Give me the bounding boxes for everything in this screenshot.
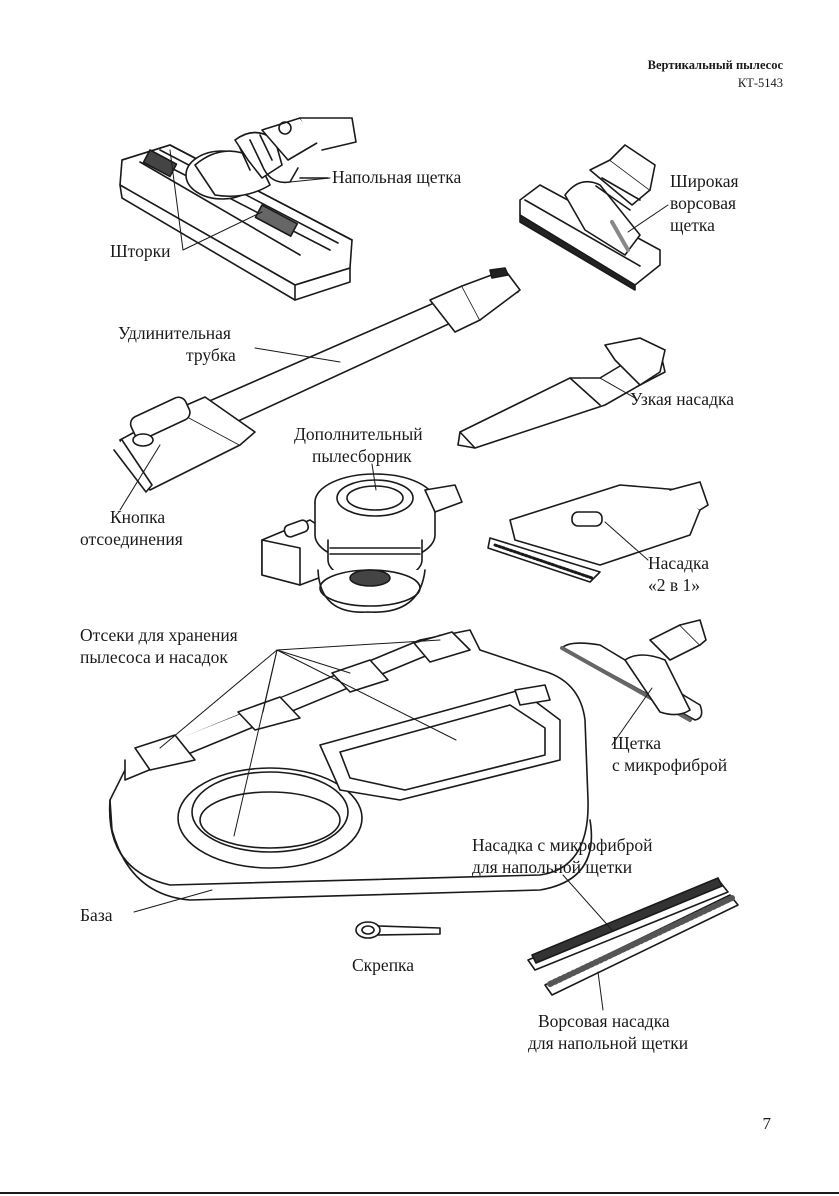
label-wide-brush-line2: ворсовая xyxy=(670,193,737,213)
label-microfiber-brush-line1: Щетка xyxy=(612,733,662,753)
bottom-rule xyxy=(0,1192,839,1194)
document-title: Вертикальный пылесос xyxy=(647,58,783,72)
label-tube-line1: Удлинительная xyxy=(118,323,231,343)
label-storage-line1: Отсеки для хранения xyxy=(80,625,238,645)
label-extra-bin-line2: пылесборник xyxy=(312,446,412,466)
label-two-in-one-line1: Насадка xyxy=(648,553,710,573)
floor-brush-drawing xyxy=(119,117,357,301)
label-tube-line2: трубка xyxy=(186,345,236,365)
label-release-line1: Кнопка xyxy=(110,507,166,527)
dust-container-drawing xyxy=(261,473,463,613)
label-bristle-pad-line2: для напольной щетки xyxy=(528,1033,689,1053)
microfiber-brush-drawing xyxy=(560,619,707,722)
storage-base-drawing xyxy=(108,629,593,901)
label-microfiber-pad-line2: для напольной щетки xyxy=(472,857,633,877)
page-number: 7 xyxy=(762,1114,772,1133)
wide-bristle-brush-drawing xyxy=(519,144,661,291)
crevice-tool-drawing xyxy=(457,337,666,449)
clip-drawing xyxy=(355,921,441,939)
label-floor-brush: Напольная щетка xyxy=(332,167,462,187)
label-release-line2: отсоединения xyxy=(80,529,183,549)
label-wide-brush-line3: щетка xyxy=(670,215,715,235)
pads-drawing xyxy=(527,877,739,996)
label-shutters: Шторки xyxy=(110,241,171,261)
two-in-one-drawing xyxy=(487,481,709,583)
label-two-in-one-line2: «2 в 1» xyxy=(648,575,701,595)
label-extra-bin-line1: Дополнительный xyxy=(294,424,423,444)
label-storage-line2: пылесоса и насадок xyxy=(80,647,228,667)
leader-lines xyxy=(119,149,669,1011)
label-crevice-tool: Узкая насадка xyxy=(630,389,734,409)
label-microfiber-brush-line2: с микрофиброй xyxy=(612,755,728,775)
label-bristle-pad-line1: Ворсовая насадка xyxy=(538,1011,670,1031)
label-microfiber-pad-line1: Насадка с микрофиброй xyxy=(472,835,653,855)
model-number: КТ-5143 xyxy=(737,76,783,90)
label-clip: Скрепка xyxy=(352,955,415,975)
label-base: База xyxy=(80,905,113,925)
extension-tube-drawing xyxy=(113,267,521,493)
label-wide-brush-line1: Широкая xyxy=(670,171,739,191)
